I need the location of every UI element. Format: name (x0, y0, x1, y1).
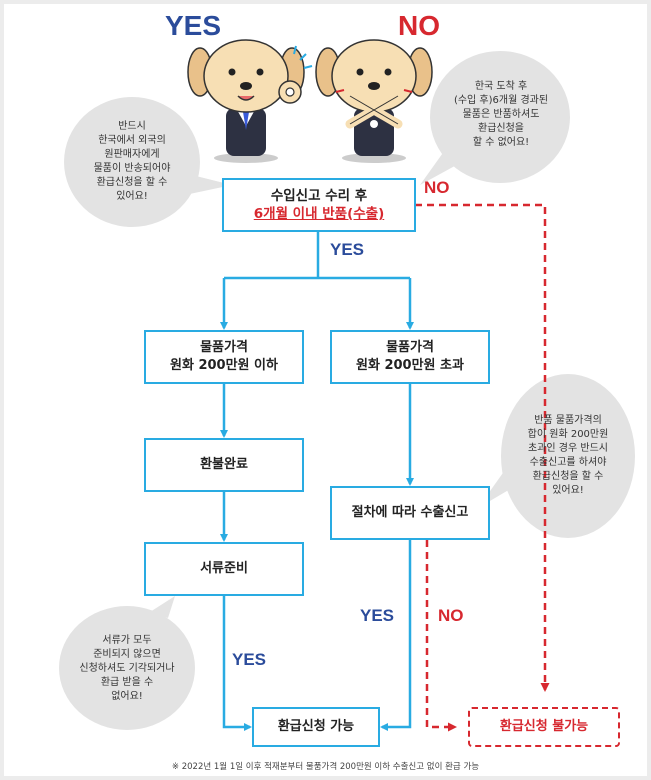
price-under-line2: 원화 200만원 이하 (170, 358, 278, 373)
start-condition-line1: 수입신고 수리 후 (270, 188, 368, 204)
refund-possible-label: 환급신청 가능 (277, 719, 355, 734)
refund-impossible-label: 환급신청 불가능 (499, 719, 589, 734)
price-under-box: 물품가격 원화 200만원 이하 (144, 330, 304, 384)
refund-possible-box: 환급신청 가능 (252, 707, 380, 747)
price-over-line1: 물품가격 (386, 340, 434, 355)
bubble-right-top-text: 한국 도착 후 (수입 후)6개월 경과된 물품은 반품하셔도 환급신청을 할 … (453, 81, 549, 148)
bubble-left-bottom-text: 서류가 모두 준비되지 않으면 신청하셔도 기각되거나 환급 받을 수 없어요! (79, 635, 175, 702)
x-gesture-dog-icon (315, 39, 433, 163)
footnote: ※ 2022년 1월 1일 이후 적재분부터 물품가격 200만원 이하 수출신… (171, 762, 480, 772)
documents-label: 서류준비 (200, 561, 248, 576)
refund-done-label: 환불완료 (200, 457, 248, 472)
no-top-label: NO (424, 178, 450, 197)
price-over-box: 물품가격 원화 200만원 초과 (330, 330, 490, 384)
yes-main-label: YES (330, 240, 365, 259)
no-export-label: NO (438, 606, 464, 625)
documents-box: 서류준비 (144, 542, 304, 596)
start-condition-line2: 6개월 이내 반품(수출) (253, 206, 385, 222)
header-yes-label: YES (165, 10, 222, 41)
bubble-left-top-text: 반드시 한국에서 외국의 원판매자에게 물품이 반송되어야 환급신청을 할 수 … (93, 121, 171, 202)
refund-impossible-box: 환급신청 불가능 (468, 707, 620, 747)
bubble-right-mid-text: 반품 물품가격의 합이 원화 200만원 초과인 경우 반드시 수출신고를 하셔… (527, 415, 609, 496)
bubble-right-top (420, 51, 570, 185)
price-over-line2: 원화 200만원 초과 (356, 358, 464, 373)
price-under-line1: 물품가격 (200, 340, 248, 355)
bubble-left-bottom (59, 596, 195, 730)
bubble-left-top (64, 97, 232, 227)
export-declare-box: 절차에 따라 수출신고 (330, 486, 490, 540)
yes-export-label: YES (360, 606, 395, 625)
header-no-label: NO (398, 10, 440, 41)
export-declare-label: 절차에 따라 수출신고 (351, 505, 469, 520)
refund-done-box: 환불완료 (144, 438, 304, 492)
yes-docs-label: YES (232, 650, 267, 669)
ok-gesture-dog-icon (187, 39, 313, 163)
start-condition-box: 수입신고 수리 후 6개월 이내 반품(수출) (222, 178, 416, 232)
